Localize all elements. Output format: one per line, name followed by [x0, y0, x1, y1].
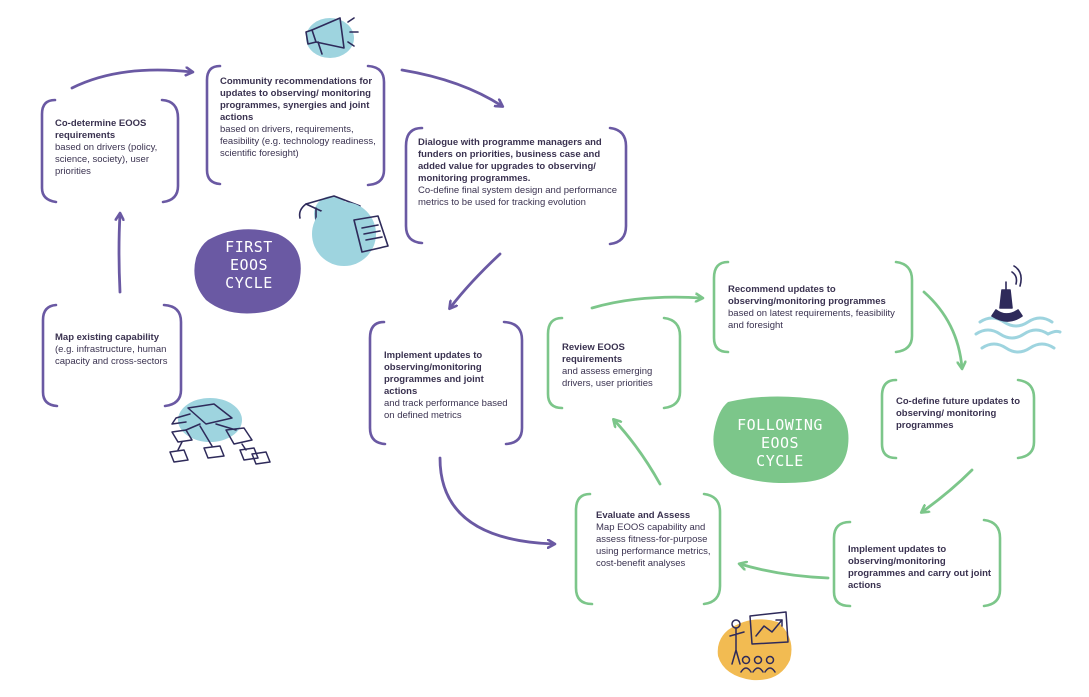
step-evaluate: Evaluate and Assess Map EOOS capability …: [596, 510, 714, 570]
step-codefine: Co-define future updates to observing/ m…: [896, 396, 1030, 432]
step-review: Review EOOS requirements and assess emer…: [562, 342, 674, 390]
step-map-desc: (e.g. infrastructure, human capacity and…: [55, 344, 168, 367]
arrow-evaluate-to-review: [614, 420, 662, 486]
document-icon: [312, 202, 389, 266]
first-cycle-line-2: EOOS: [229, 256, 269, 274]
box-codefine-left: [880, 378, 898, 460]
following-cycle-blob: [713, 396, 849, 483]
box-recommend-right: [894, 260, 914, 354]
box-implement1-left: [368, 320, 387, 446]
following-cycle-badge: FOLLOWING EOOS CYCLE: [718, 416, 842, 470]
box-community-left: [205, 64, 222, 186]
arrow-dialogue-to-implement: [450, 252, 502, 308]
step-implement-following: Implement updates to observing/monitorin…: [848, 544, 994, 592]
box-codetermine-left: [40, 98, 58, 204]
box-dialogue-right: [608, 126, 628, 246]
box-review-right: [662, 316, 682, 410]
following-cycle-line-2: EOOS: [760, 434, 800, 452]
presentation-icon: [717, 611, 792, 681]
box-codefine-right: [1016, 378, 1036, 460]
box-codetermine-right: [160, 98, 180, 204]
arrow-codefine-to-implement: [922, 468, 974, 512]
step-review-title: Review EOOS requirements: [562, 342, 625, 365]
arrow-recommend-to-codefine: [922, 290, 962, 368]
step-community-desc: based on drivers, requirements, feasibil…: [220, 124, 376, 159]
step-map: Map existing capability (e.g. infrastruc…: [55, 332, 173, 368]
step-implement-first-title: Implement updates to observing/monitorin…: [384, 350, 484, 397]
step-evaluate-title: Evaluate and Assess: [596, 510, 691, 521]
following-cycle-line-3: CYCLE: [756, 452, 804, 470]
box-implement2-right: [982, 518, 1002, 608]
step-codefine-title: Co-define future updates to observing/ m…: [896, 396, 1021, 431]
step-community: Community recommendations for updates to…: [220, 76, 380, 160]
box-recommend-left: [712, 260, 730, 354]
step-dialogue-desc: Co-define final system design and perfor…: [418, 185, 618, 208]
step-review-desc: and assess emerging drivers, user priori…: [562, 366, 653, 389]
box-evaluate-left: [574, 492, 594, 606]
first-cycle-line-3: CYCLE: [225, 274, 273, 292]
step-recommend: Recommend updates to observing/monitorin…: [728, 284, 908, 332]
box-evaluate-right: [702, 492, 722, 606]
first-cycle-line-1: FIRST: [225, 238, 273, 256]
step-recommend-desc: based on latest requirements, feasibilit…: [728, 308, 895, 331]
step-dialogue: Dialogue with programme managers and fun…: [418, 137, 624, 209]
first-cycle-blob: [194, 229, 301, 314]
arrow-implement-to-evaluate-green: [740, 564, 830, 580]
arrow-community-to-dialogue: [400, 68, 502, 106]
step-implement-first: Implement updates to observing/monitorin…: [384, 350, 516, 422]
megaphone-icon: [305, 17, 359, 58]
box-implement2-left: [832, 520, 852, 608]
arrow-implement-to-evaluate: [438, 456, 554, 544]
step-codetermine: Co-determine EOOS requirements based on …: [55, 118, 173, 178]
arrow-review-to-recommend: [590, 297, 702, 310]
box-community-right: [366, 64, 386, 187]
box-dialogue-left: [404, 126, 424, 245]
box-review-left: [546, 316, 564, 410]
step-community-title: Community recommendations for updates to…: [220, 76, 373, 123]
arrow-codetermine-to-community: [70, 70, 192, 90]
step-implement-first-desc: and track performance based on defined m…: [384, 398, 508, 421]
step-codetermine-title: Co-determine EOOS requirements: [55, 118, 147, 141]
step-recommend-title: Recommend updates to observing/monitorin…: [728, 284, 886, 307]
step-evaluate-desc: Map EOOS capability and assess fitness-f…: [596, 522, 711, 569]
following-cycle-line-1: FOLLOWING: [737, 416, 823, 434]
step-codetermine-desc: based on drivers (policy, science, socie…: [55, 142, 158, 177]
step-implement-following-title: Implement updates to observing/monitorin…: [848, 544, 992, 591]
box-implement1-right: [502, 320, 524, 446]
network-diagram-icon: [169, 398, 271, 465]
arrow-map-to-codetermine: [119, 214, 120, 294]
step-dialogue-title: Dialogue with programme managers and fun…: [418, 137, 602, 184]
step-map-title: Map existing capability: [55, 332, 159, 343]
first-cycle-badge: FIRST EOOS CYCLE: [204, 238, 294, 292]
box-map-right: [162, 303, 183, 408]
buoy-waves-icon: [974, 265, 1062, 354]
box-map-left: [41, 303, 59, 408]
